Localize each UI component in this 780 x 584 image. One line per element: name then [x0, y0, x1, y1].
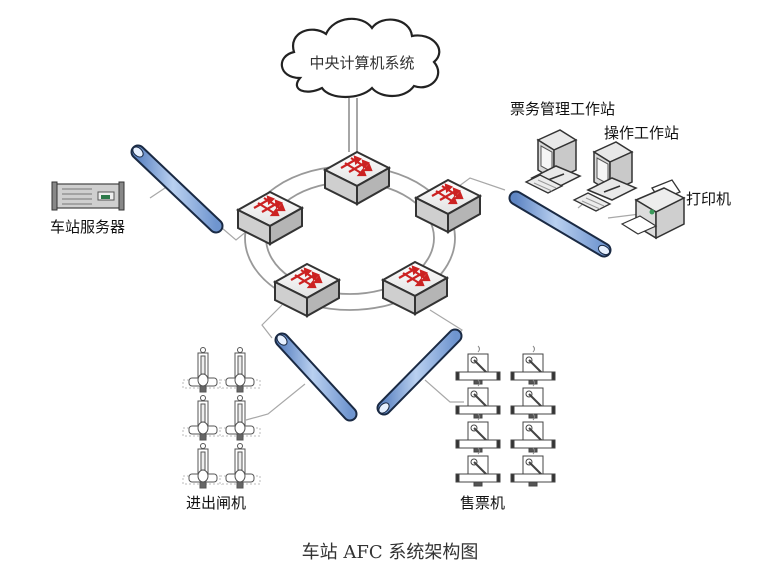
ticket-machine-icon: [510, 345, 556, 385]
gate-icon: [219, 443, 261, 489]
gate-icon: [219, 347, 261, 393]
network-segment-pipe: [130, 144, 224, 234]
ticket-vending-machines: 售票机: [455, 345, 556, 512]
cloud-label: 中央计算机系统: [309, 54, 414, 72]
ticket-machine-icon: [510, 379, 556, 419]
central-computer-cloud: 中央计算机系统: [280, 17, 441, 99]
network-segment-pipe: [274, 332, 358, 422]
cloud-uplink: [348, 98, 358, 152]
network-segment-pipe: [508, 190, 612, 258]
server-icon: [51, 181, 125, 211]
ticket-machine-icon: [455, 345, 501, 385]
ticket-machine-icon: [455, 379, 501, 419]
ticket-management-workstation: 票务管理工作站: [510, 100, 615, 194]
gate-icon: [182, 395, 224, 441]
network-segment-pipe: [376, 328, 463, 416]
operation-workstation-label: 操作工作站: [604, 124, 679, 142]
network-switch: [323, 150, 391, 206]
operation-workstation: 操作工作站: [573, 124, 679, 212]
printer-label: 打印机: [686, 190, 731, 208]
ticket-machine-icon: [510, 447, 556, 487]
ticket-machine-icon: [455, 413, 501, 453]
gate-icon: [182, 443, 224, 489]
network-switch: [381, 260, 449, 316]
computer-icon: [587, 141, 637, 201]
ticket-machine-icon: [510, 413, 556, 453]
entry-exit-gates: 进出闸机: [182, 347, 261, 512]
station-server: 车站服务器: [50, 181, 125, 236]
ticket-management-workstation-label: 票务管理工作站: [510, 100, 615, 118]
printer: 打印机: [620, 179, 731, 240]
network-switch: [236, 190, 304, 246]
figure-caption: 车站 AFC 系统架构图: [302, 542, 479, 563]
station-server-label: 车站服务器: [50, 218, 125, 236]
printer-icon: [620, 179, 686, 240]
ticket-machines-label: 售票机: [460, 494, 505, 512]
gates-label: 进出闸机: [186, 494, 246, 512]
gate-icon: [182, 347, 224, 393]
ticket-machine-icon: [455, 447, 501, 487]
